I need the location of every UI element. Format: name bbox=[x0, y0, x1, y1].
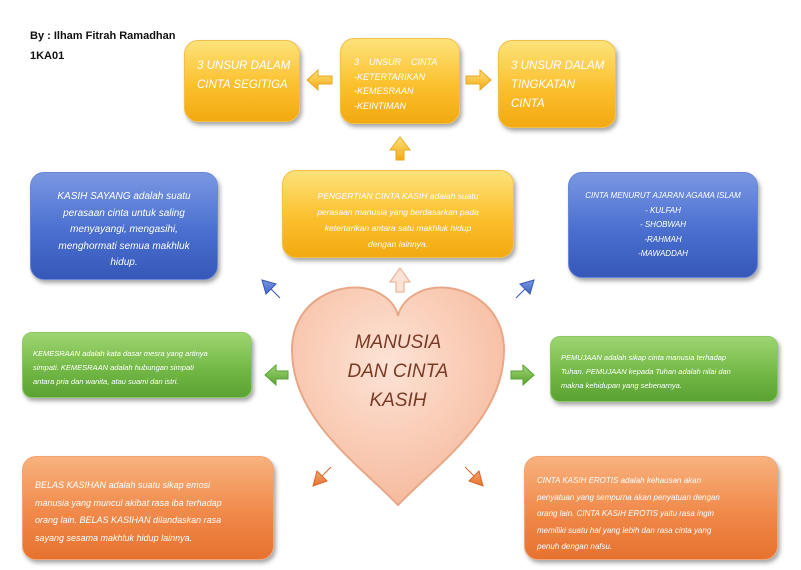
box-text-line: Tuhan. PEMUJAAN kepada Tuhan adalah nila… bbox=[561, 367, 731, 376]
box-cinta-kasih-erotis: CINTA KASIH EROTIS adalah kehausan akan … bbox=[524, 456, 778, 560]
arrow-right-green bbox=[510, 363, 535, 387]
box-text-line: penyatuan yang sempurna akan penyatuan d… bbox=[537, 492, 720, 502]
box-text-line: CINTA SEGITIGA bbox=[197, 79, 288, 91]
arrow-down-right-orange bbox=[464, 466, 484, 487]
box-text-line: - SHOBWAH bbox=[639, 220, 687, 229]
central-title-line: MANUSIA bbox=[354, 332, 442, 353]
box-text-line: KASIH SAYANG adalah suatu bbox=[57, 191, 191, 202]
box-text-line: -MAWADDAH bbox=[638, 249, 688, 258]
box-belas-kasihan: BELAS KASIHAN adalah suatu sikap emosi m… bbox=[22, 456, 274, 560]
box-text-line: makna kehidupan yang sebenarnya. bbox=[561, 381, 682, 390]
box-text-line: -KETERTARIKAN bbox=[354, 71, 426, 82]
box-text-line: manusia yang muncul akibat rasa iba terh… bbox=[35, 497, 222, 508]
author-name: By : Ilham Fitrah Ramadhan bbox=[30, 30, 176, 42]
box-text-line: PENGERTIAN CINTA KASIH adalah suatu bbox=[317, 191, 479, 201]
box-pemujaan: PEMUJAAN adalah sikap cinta manusia terh… bbox=[550, 336, 778, 402]
box-text-line: KEMESRAAN adalah kata dasar mesra yang a… bbox=[33, 349, 208, 358]
box-text-line: CINTA KASIH EROTIS adalah kehausan akan bbox=[537, 476, 702, 485]
box-text-line: perasaan manusia yang berdasarkan pada bbox=[317, 207, 479, 217]
box-pengertian-cinta-kasih: PENGERTIAN CINTA KASIH adalah suatu pera… bbox=[282, 170, 514, 258]
box-text-line: - KULFAH bbox=[645, 205, 681, 215]
central-heart: MANUSIA DAN CINTA KASIH bbox=[288, 266, 508, 511]
box-text-line: 3 UNSUR CINTA bbox=[354, 57, 438, 67]
box-unsur-cinta-segitiga: 3 UNSUR DALAM CINTA SEGITIGA bbox=[184, 40, 300, 122]
box-kasih-sayang: KASIH SAYANG adalah suatu perasaan cinta… bbox=[30, 172, 218, 280]
box-text-line: simpati. KEMESRAAN adalah hubungan simpa… bbox=[33, 363, 194, 372]
box-text-line: PEMUJAAN adalah sikap cinta manusia terh… bbox=[561, 353, 727, 362]
box-text-line: -KEMESRAAN bbox=[354, 86, 414, 96]
box-text-line: memiliki suatu hal yang lebih dan rasa c… bbox=[537, 525, 712, 535]
box-text-line: dengan lainnya. bbox=[367, 239, 429, 249]
box-text-line: perasaan cinta untuk saling bbox=[63, 207, 185, 219]
arrow-left-top bbox=[306, 68, 333, 92]
box-text-line: BELAS KASIHAN adalah suatu sikap emosi bbox=[35, 480, 211, 490]
box-unsur-cinta: 3 UNSUR CINTA -KETERTARIKAN -KEMESRAAN -… bbox=[340, 38, 460, 124]
arrow-up-top bbox=[388, 136, 412, 161]
box-text-line: sayang sesama makhluk hidup lainnya. bbox=[35, 532, 193, 543]
box-tingkatan-cinta: 3 UNSUR DALAM TINGKATAN CINTA bbox=[498, 40, 616, 128]
arrow-up-heart bbox=[389, 267, 411, 293]
arrow-right-top bbox=[465, 68, 492, 92]
box-text-line: -KEINTIMAN bbox=[354, 100, 407, 111]
box-text-line: antara pria dan wanita, atau suami dan i… bbox=[33, 377, 179, 386]
box-text-line: orang lain. BELAS KASIHAN dilandaskan ra… bbox=[35, 515, 222, 525]
arrow-down-left-orange bbox=[312, 466, 332, 487]
heart-shape bbox=[290, 286, 506, 507]
box-text-line: -RAHMAH bbox=[644, 234, 682, 244]
box-text-line: 3 UNSUR DALAM bbox=[197, 60, 291, 72]
box-text-line: penuh dengan nafsu. bbox=[537, 542, 613, 551]
box-text-line: TINGKATAN bbox=[511, 79, 576, 91]
box-text-line: orang lain. CINTA KASIH EROTIS yaitu ras… bbox=[537, 509, 714, 518]
box-cinta-agama-islam: CINTA MENURUT AJARAN AGAMA ISLAM - KULFA… bbox=[568, 172, 758, 278]
central-title-line: DAN CINTA bbox=[347, 361, 449, 382]
arrow-left-green bbox=[264, 363, 289, 387]
box-text-line: CINTA bbox=[511, 98, 545, 110]
box-text-line: CINTA MENURUT AJARAN AGAMA ISLAM bbox=[585, 191, 741, 200]
box-text-line: menyayangi, mengasihi, bbox=[70, 224, 178, 235]
central-title-line: KASIH bbox=[369, 390, 427, 411]
box-text-line: menghormati semua makhluk bbox=[58, 240, 190, 252]
box-text-line: hidup. bbox=[110, 257, 138, 268]
author-class: 1KA01 bbox=[30, 50, 65, 62]
arrow-up-right-blue bbox=[515, 279, 535, 299]
box-kemesraan: KEMESRAAN adalah kata dasar mesra yang a… bbox=[22, 332, 252, 398]
box-text-line: ketertarikan antara satu makhluk hidup bbox=[324, 223, 472, 233]
arrow-up-left-blue bbox=[261, 279, 281, 299]
central-title: MANUSIA DAN CINTA KASIH bbox=[288, 328, 508, 415]
box-text-line: 3 UNSUR DALAM bbox=[511, 60, 605, 72]
